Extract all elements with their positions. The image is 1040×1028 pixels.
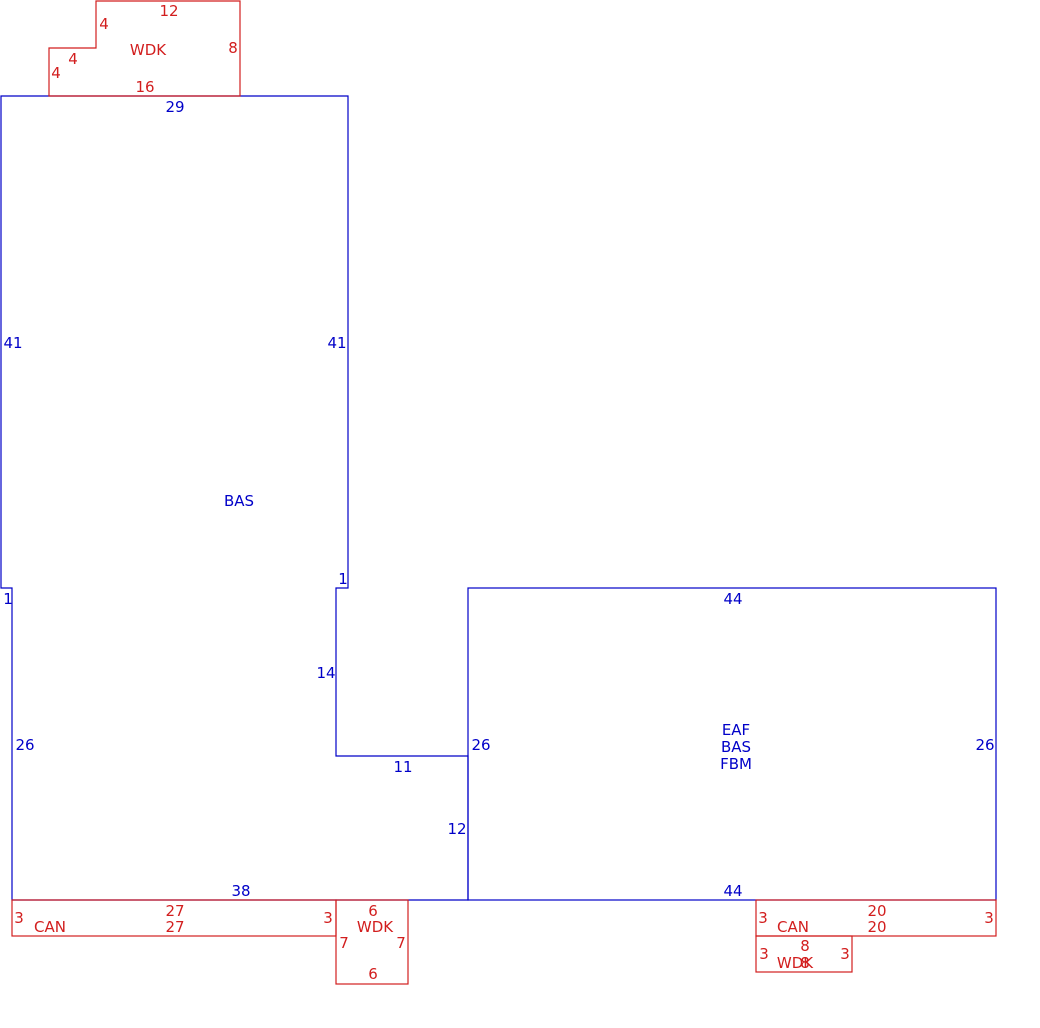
dim-wdk-top-top: 12 (159, 2, 178, 20)
eaf-bas-fbm-outline (467, 587, 997, 901)
dim-can-right-top: 20 (867, 902, 886, 920)
bas-main-label: BAS (224, 492, 254, 510)
dim-wdk-small-left: 3 (759, 945, 769, 963)
wdk-top-outline (48, 0, 241, 97)
wdk-small-label: WDK (777, 954, 814, 972)
dim-eaf-right: 26 (975, 736, 994, 754)
dim-bas-left-upper: 41 (3, 334, 22, 352)
can-right-outline (755, 899, 997, 937)
dim-can-left-top: 27 (165, 902, 184, 920)
dim-can-right-left: 3 (758, 909, 768, 927)
dim-wdk-bottom-top: 6 (368, 902, 378, 920)
dim-can-right-right: 3 (984, 909, 994, 927)
eaf-label: EAF (722, 721, 750, 739)
dim-wdk-bottom-left: 7 (339, 934, 349, 952)
can-right-label: CAN (777, 918, 809, 936)
wdk-bottom-label: WDK (357, 918, 394, 936)
dim-wdk-top-step-h: 4 (68, 50, 78, 68)
fbm-label: FBM (720, 755, 752, 773)
dim-bas-top: 29 (165, 98, 184, 116)
dim-bas-step-right: 1 (338, 570, 348, 588)
dim-bas-step-left: 1 (3, 590, 13, 608)
dim-wdk-small-top: 8 (800, 937, 810, 955)
dim-wdk-small-bottom: 8 (800, 954, 810, 972)
dim-bas-bottom: 38 (231, 882, 250, 900)
dim-can-left-right: 3 (323, 909, 333, 927)
wdk-small-outline (755, 935, 853, 973)
dim-wdk-bottom-bottom: 6 (368, 965, 378, 983)
dim-can-left-bottom: 27 (165, 918, 184, 936)
dim-wdk-top-right: 8 (228, 39, 238, 57)
dim-can-right-bottom: 20 (867, 918, 886, 936)
dim-eaf-bottom: 44 (723, 882, 742, 900)
dim-bas-lower-right: 12 (447, 820, 466, 838)
dim-bas-notch-vertical: 14 (316, 664, 335, 682)
dim-wdk-small-right: 3 (840, 945, 850, 963)
bas-label: BAS (721, 738, 751, 756)
dim-wdk-top-step-v1: 4 (99, 15, 109, 33)
dim-bas-notch-horizontal: 11 (393, 758, 412, 776)
dim-can-left-left: 3 (14, 909, 24, 927)
dim-wdk-top-bottom: 16 (135, 78, 154, 96)
dim-wdk-top-step-v2: 4 (51, 64, 61, 82)
dim-bas-left-lower: 26 (15, 736, 34, 754)
dim-bas-right-upper: 41 (327, 334, 346, 352)
wdk-bottom-outline (335, 899, 409, 985)
can-left-label: CAN (34, 918, 66, 936)
wdk-top-label: WDK (130, 41, 167, 59)
dim-eaf-left: 26 (471, 736, 490, 754)
dim-wdk-bottom-right: 7 (396, 934, 406, 952)
dim-eaf-top: 44 (723, 590, 742, 608)
